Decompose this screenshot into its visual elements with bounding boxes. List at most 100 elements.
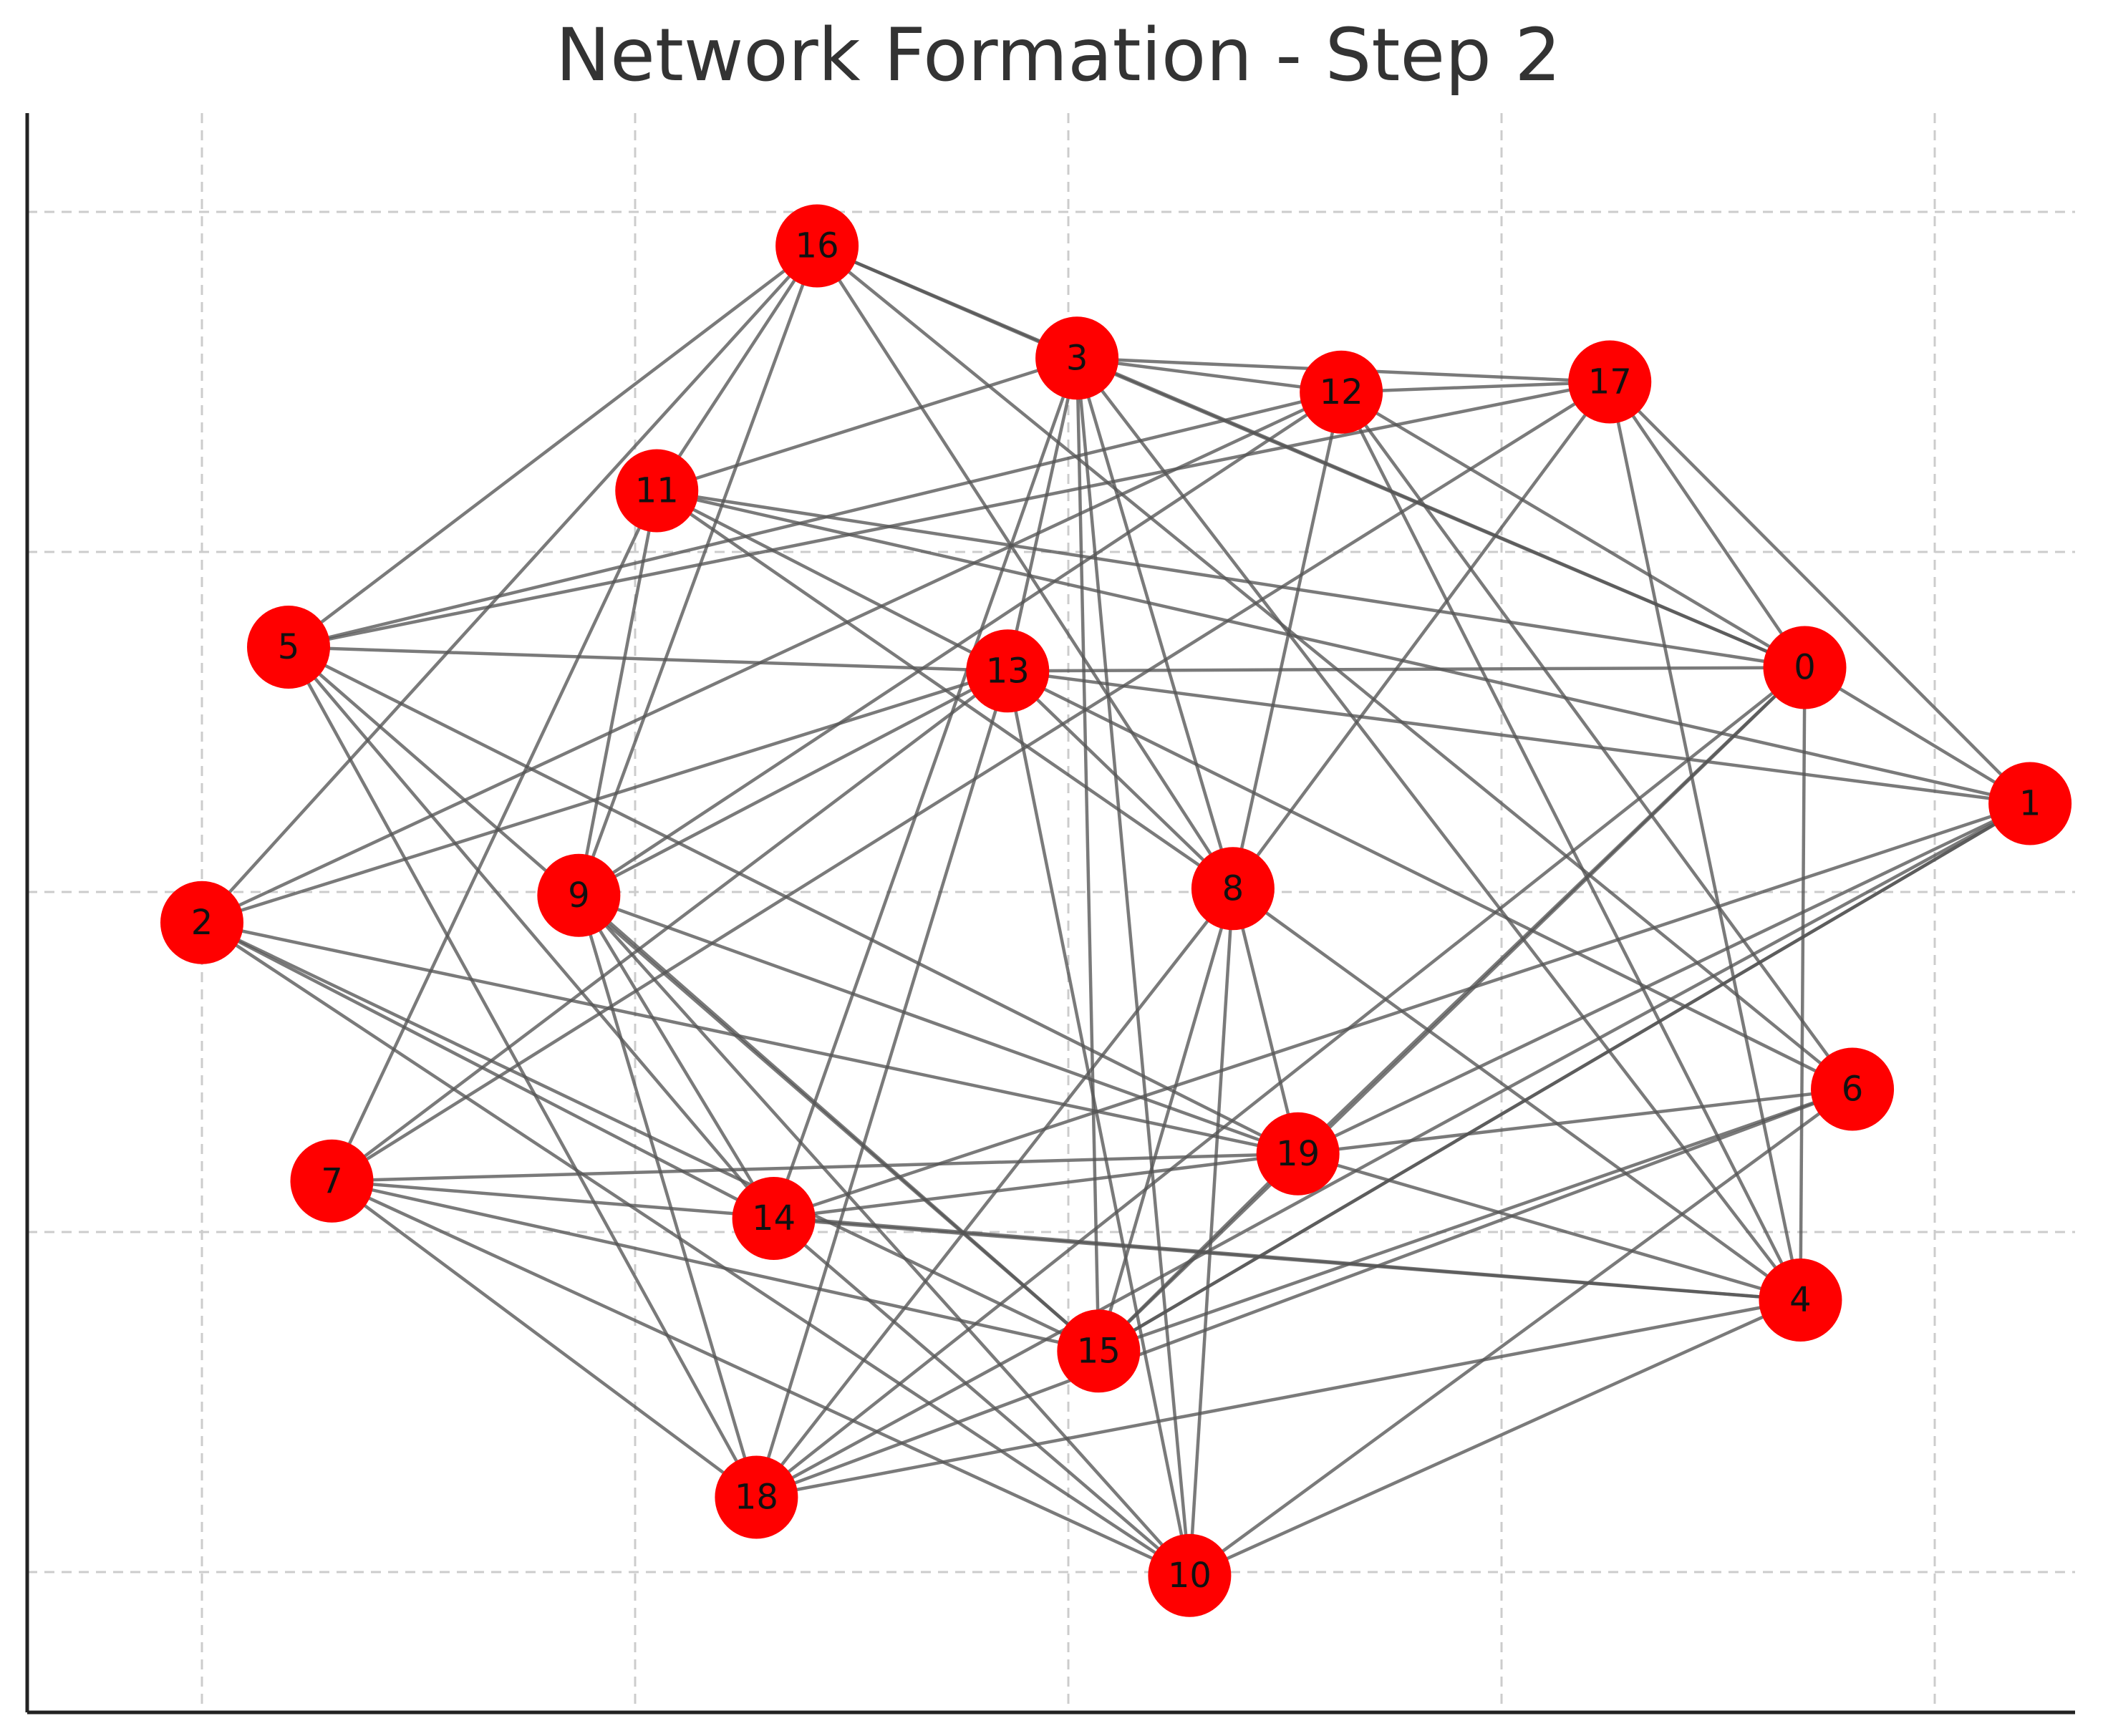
edge-16-9 (577, 245, 819, 896)
edge-4-18 (755, 1298, 1801, 1499)
edge-16-2 (200, 244, 818, 924)
edge-17-4 (1608, 382, 1802, 1301)
node-4: 4 (1759, 1259, 1842, 1342)
edge-12-17 (1341, 380, 1610, 394)
edge-16-5 (287, 244, 818, 649)
node-circle (537, 853, 621, 937)
edge-13-9 (578, 669, 1009, 897)
edge-17-1 (1608, 380, 2031, 805)
edge-3-4 (1075, 357, 1802, 1301)
node-label: 6 (1842, 1070, 1864, 1110)
edge-0-1 (1804, 666, 2031, 805)
edge-2-19 (201, 921, 1299, 1155)
edge-9-10 (577, 894, 1191, 1577)
edge-13-1 (1007, 669, 2031, 805)
edge-12-9 (578, 390, 1343, 897)
node-label: 18 (735, 1478, 778, 1518)
node-label: 7 (321, 1161, 343, 1201)
node-circle (1035, 316, 1119, 400)
node-label: 3 (1066, 338, 1088, 378)
node-label: 10 (1168, 1556, 1212, 1596)
edge-6-10 (1189, 1087, 1854, 1577)
edge-2-14 (200, 921, 775, 1220)
edge-19-4 (1297, 1152, 1802, 1302)
edge-12-4 (1340, 391, 1802, 1301)
edge-11-9 (577, 490, 659, 896)
node-8: 8 (1191, 847, 1275, 931)
edge-17-0 (1608, 381, 1807, 669)
edge-9-18 (577, 895, 758, 1498)
edge-17-8 (1232, 381, 1612, 890)
node-label: 15 (1077, 1331, 1121, 1371)
node-circle (1191, 847, 1275, 931)
node-label: 14 (752, 1198, 796, 1238)
edge-19-14 (773, 1152, 1298, 1221)
edge-9-15 (577, 894, 1100, 1352)
node-circle (1300, 350, 1383, 434)
node-circle (1057, 1309, 1141, 1393)
node-label: 1 (2019, 784, 2041, 824)
node-6: 6 (1811, 1047, 1895, 1131)
node-label: 13 (986, 651, 1030, 691)
node-label: 5 (278, 627, 300, 667)
node-circle (247, 606, 330, 689)
edge-3-15 (1075, 358, 1101, 1352)
node-13: 13 (966, 629, 1050, 713)
node-label: 17 (1588, 362, 1632, 402)
edge-8-18 (755, 887, 1234, 1498)
node-circle (1256, 1112, 1340, 1196)
edge-16-11 (655, 245, 818, 492)
node-circle (715, 1455, 798, 1539)
edge-7-10 (331, 1179, 1191, 1577)
node-3: 3 (1035, 316, 1119, 400)
edge-12-8 (1231, 392, 1343, 889)
edge-3-14 (772, 357, 1079, 1219)
node-circle (1568, 340, 1652, 424)
network-edges (200, 244, 2031, 1577)
node-circle (160, 881, 243, 964)
edge-4-10 (1189, 1298, 1802, 1577)
node-5: 5 (247, 606, 330, 689)
node-label: 19 (1276, 1134, 1320, 1174)
node-circle (290, 1139, 374, 1223)
node-15: 15 (1057, 1309, 1141, 1393)
chart-title: Network Formation - Step 2 (556, 13, 1561, 98)
edge-3-11 (656, 357, 1078, 493)
edge-5-19 (287, 645, 1299, 1155)
edge-12-6 (1340, 391, 1854, 1090)
node-circle (1988, 762, 2072, 845)
node-circle (732, 1177, 816, 1260)
edge-11-7 (330, 490, 659, 1182)
edge-8-15 (1097, 888, 1235, 1352)
edge-0-4 (1799, 667, 1807, 1301)
edge-3-8 (1075, 357, 1235, 889)
node-2: 2 (160, 881, 243, 964)
node-circle (775, 204, 859, 288)
edge-1-18 (755, 802, 2031, 1499)
node-circle (1811, 1047, 1895, 1131)
node-label: 9 (568, 876, 590, 916)
plot-axes (25, 113, 2075, 1715)
node-circle (615, 449, 699, 533)
node-circle (1148, 1533, 1232, 1617)
edge-13-18 (755, 670, 1010, 1498)
edge-8-19 (1231, 888, 1300, 1155)
edge-14-4 (773, 1216, 1801, 1302)
edge-16-8 (816, 245, 1234, 890)
edge-13-10 (1006, 670, 1191, 1576)
edge-5-18 (287, 646, 758, 1498)
node-1: 1 (1988, 762, 2072, 845)
edge-3-12 (1076, 357, 1342, 394)
edge-15-1 (1098, 802, 2031, 1353)
edge-13-8 (1006, 669, 1234, 890)
node-label: 0 (1794, 648, 1816, 688)
edge-5-13 (288, 645, 1008, 673)
node-10: 10 (1148, 1533, 1232, 1617)
edge-11-1 (656, 489, 2031, 805)
edge-17-7 (331, 380, 1611, 1183)
edge-5-14 (287, 646, 775, 1220)
node-14: 14 (732, 1177, 816, 1260)
node-label: 11 (635, 471, 679, 511)
